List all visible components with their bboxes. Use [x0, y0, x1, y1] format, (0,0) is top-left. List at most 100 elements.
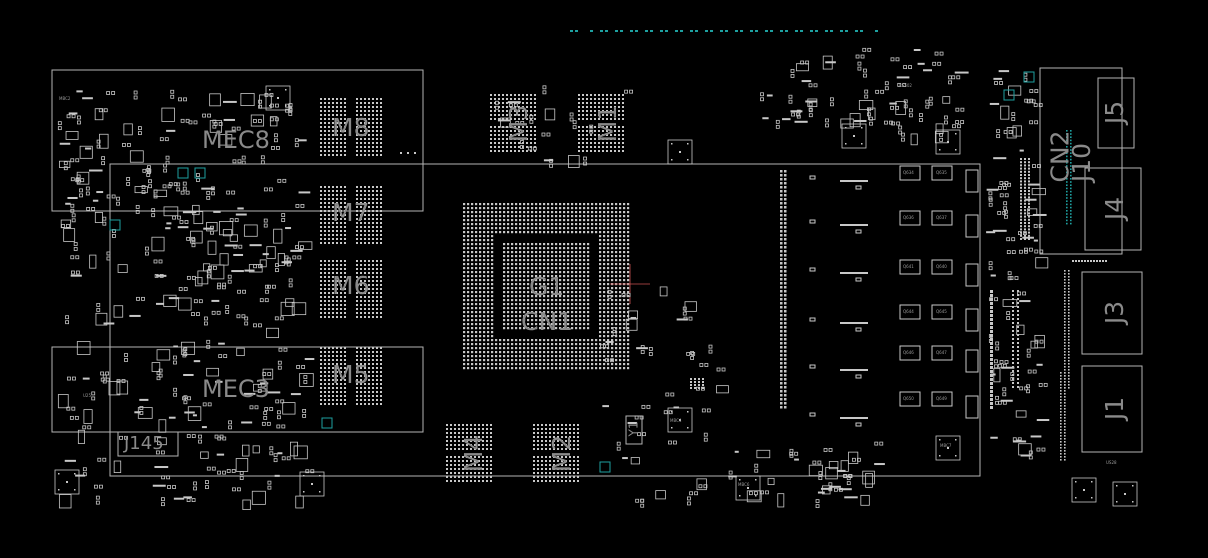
right-passive — [994, 359, 998, 369]
left-passive — [178, 287, 188, 291]
bottom-right-passive — [760, 490, 769, 495]
left-ic — [161, 107, 175, 122]
bottom-right-trace — [817, 491, 825, 494]
top-right-ic — [858, 100, 874, 111]
right-passive — [1032, 164, 1041, 168]
left-passive — [241, 155, 246, 165]
bottom-right-ic — [860, 494, 870, 506]
left-passive — [210, 225, 214, 235]
bottom-right-ic — [840, 460, 849, 472]
bottom-right-ic — [746, 490, 762, 503]
center-bottom-passive — [637, 432, 646, 437]
left-passive — [260, 155, 265, 165]
left-passive — [233, 244, 243, 249]
left-bottom-passive — [277, 360, 282, 370]
top-right-passive — [808, 108, 813, 118]
center-bottom-passive — [640, 345, 645, 354]
ref-label-q646: Q646 — [903, 350, 914, 355]
left-bottom-passive — [119, 435, 128, 440]
top-right-ic — [840, 118, 854, 129]
left-bottom-trace — [274, 474, 280, 477]
right-trace — [986, 231, 996, 234]
power-stage-bar-3 — [840, 322, 868, 324]
top-right-trace — [766, 94, 773, 97]
left-ic — [99, 133, 109, 149]
mosfet-c-4 — [965, 349, 979, 373]
left-ic — [250, 114, 265, 127]
top-right-passive — [898, 125, 903, 135]
via-cluster — [690, 378, 704, 389]
center-bottom-passive — [716, 367, 726, 372]
left-bottom-ic — [251, 490, 266, 505]
left-bottom-ic — [282, 402, 296, 415]
left-ic — [123, 123, 133, 136]
left-bottom-passive — [277, 410, 281, 420]
bottom-right-trace — [838, 488, 852, 491]
top-right-trace — [825, 61, 836, 64]
center-bottom-trace — [605, 340, 614, 343]
left-passive — [136, 296, 145, 301]
mounting-pad-6 — [935, 435, 961, 461]
power-stage-bar-1 — [840, 224, 868, 226]
left-bottom-trace — [173, 497, 185, 500]
left-bottom-passive — [302, 409, 307, 418]
left-trace — [76, 90, 83, 93]
left-bottom-passive — [158, 368, 163, 378]
power-stage-bar-0 — [840, 180, 868, 182]
mounting-pad-1 — [299, 471, 325, 497]
left-bottom-passive — [262, 372, 272, 376]
left-bottom-passive — [202, 402, 212, 407]
ref-label-mbc2: MBC2 — [59, 96, 71, 101]
left-trace — [182, 211, 197, 214]
left-passive — [70, 203, 75, 213]
left-bottom-passive — [249, 405, 259, 410]
left-passive — [281, 213, 286, 222]
left-bottom-passive — [161, 475, 171, 480]
left-trace — [213, 210, 221, 213]
m3-label: M3 — [504, 104, 534, 143]
bottom-right-passive — [748, 491, 758, 496]
right-passive — [1033, 224, 1043, 228]
left-ic — [63, 228, 76, 242]
right-passive — [997, 211, 1007, 215]
top-right-trace — [782, 118, 791, 121]
left-bottom-passive — [206, 339, 211, 349]
bottom-right-ic — [808, 464, 823, 477]
power-pad-column — [780, 170, 787, 409]
top-mem-trace — [507, 101, 521, 104]
j3-top-pins — [1072, 260, 1107, 262]
mosfet-c-2 — [965, 263, 979, 287]
top-right-passive — [869, 116, 873, 126]
left-ic — [243, 224, 258, 237]
center-bottom-passive — [616, 441, 621, 451]
left-passive — [135, 205, 140, 214]
top-right-trace — [794, 120, 808, 123]
right-passive — [999, 193, 1009, 198]
m4-label: M4 — [459, 434, 489, 473]
top-edge-test-point — [660, 30, 663, 32]
right-passive — [1002, 387, 1007, 397]
center-bottom-passive — [641, 404, 651, 409]
right-passive — [1033, 103, 1043, 107]
mounting-pad-7 — [1112, 481, 1138, 507]
top-mem-passive — [549, 158, 553, 168]
left-passive — [191, 312, 200, 316]
left-bottom-passive — [239, 471, 244, 480]
mosfet-c-5 — [965, 395, 979, 419]
right-passive — [1017, 291, 1027, 296]
right-passive — [1006, 237, 1016, 242]
mec8-test-dots — [400, 152, 416, 154]
right-trace — [986, 188, 999, 191]
bottom-right-passive — [789, 451, 799, 456]
bottom-right-ic — [828, 461, 839, 470]
left-trace — [233, 253, 244, 256]
bottom-right-trace — [794, 458, 799, 461]
j4-outline — [1084, 167, 1142, 251]
left-bottom-trace — [215, 380, 223, 383]
left-ic — [222, 229, 233, 237]
left-passive — [116, 196, 120, 206]
top-right-passive — [863, 68, 867, 78]
bottom-right-trace — [844, 496, 858, 499]
left-passive — [71, 213, 76, 223]
left-passive — [79, 188, 83, 198]
